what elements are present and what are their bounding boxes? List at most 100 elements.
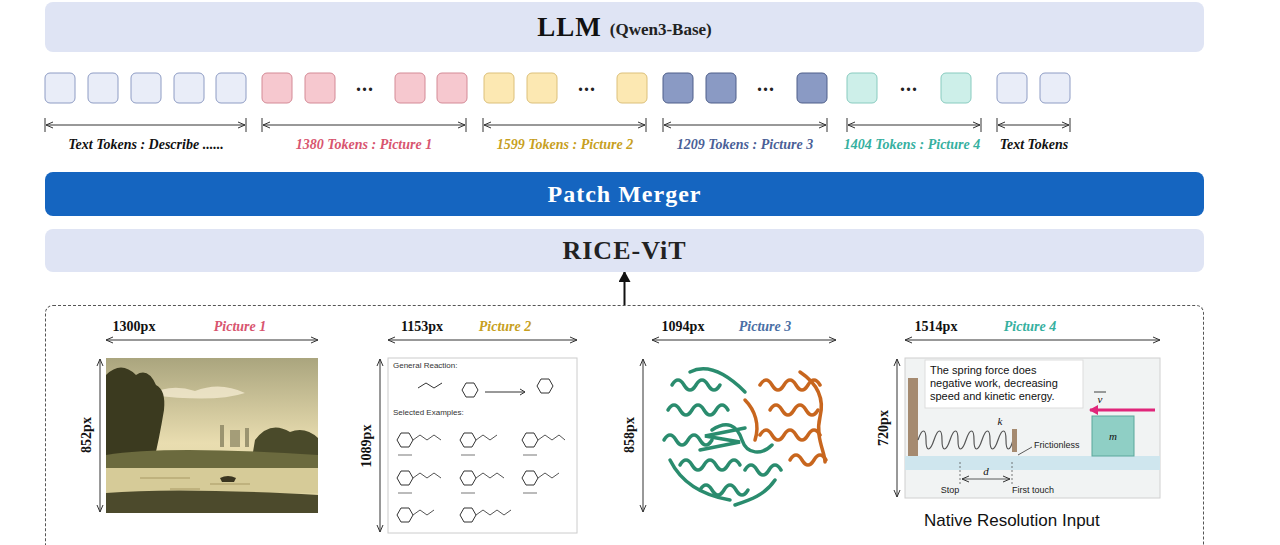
token-dimension-part <box>45 118 46 132</box>
symbol-label: m <box>1109 430 1117 442</box>
token-dimension-part <box>263 125 465 126</box>
module-name: RICE-ViT <box>562 236 686 266</box>
height-dimension: 1089px <box>359 425 375 468</box>
model-name: LLM <box>537 12 602 43</box>
token-count: Text Tokens : Describe ...... <box>68 137 223 153</box>
figure-text: The spring force does negative work, dec… <box>930 364 1080 403</box>
picture-dimension-part <box>100 359 101 512</box>
spring-physics-part <box>1094 392 1106 393</box>
picture-name: Picture 3 <box>739 319 792 335</box>
spring-physics-part <box>1090 409 1155 412</box>
picture-dimension-part <box>106 340 318 341</box>
protein-structure-part-part <box>790 455 826 465</box>
landscape-painting <box>106 358 318 513</box>
spring-physics <box>905 358 1160 498</box>
protein-structure <box>652 358 836 513</box>
landscape-painting-part <box>106 490 318 513</box>
token-row-part-part <box>847 73 877 103</box>
llm-band: LLM (Qwen3-Base) <box>45 2 1204 52</box>
ellipsis: ... <box>757 73 775 96</box>
token-row-part <box>663 73 827 103</box>
protein-structure-part-part <box>760 430 820 440</box>
ellipsis: ... <box>578 73 596 96</box>
token-row-part-part <box>262 73 292 103</box>
chemistry-scheme-part <box>413 473 559 478</box>
chemistry-scheme-part <box>397 433 413 447</box>
chemistry-scheme-part <box>418 383 442 388</box>
token-dimension <box>45 118 1070 132</box>
flow-arrow <box>624 272 626 305</box>
chemistry-scheme-part <box>520 389 525 395</box>
chemistry-scheme <box>388 358 577 533</box>
model-variant: (Qwen3-Base) <box>610 20 712 40</box>
token-row-part-part <box>437 73 467 103</box>
figure-text: First touch <box>1012 485 1054 495</box>
module-name: Patch Merger <box>548 181 702 208</box>
chemistry-scheme-part <box>460 471 476 485</box>
token-row-part-part <box>617 73 647 103</box>
picture-name: Picture 2 <box>479 319 532 335</box>
ellipsis: ... <box>900 73 918 96</box>
protein-structure-part-part <box>670 460 730 500</box>
token-row-part-part <box>527 73 557 103</box>
landscape-painting-part <box>220 425 224 447</box>
protein-structure-part-part <box>668 405 728 415</box>
token-row-part-part <box>131 73 161 103</box>
figure-text: Stop <box>941 485 960 495</box>
token-count: 1404 Tokens : Picture 4 <box>844 137 980 153</box>
token-dimension-part <box>997 118 998 132</box>
picture-dimension-part <box>643 359 644 512</box>
token-row-part-part <box>997 73 1027 103</box>
protein-structure-part-part <box>700 428 745 450</box>
width-dimension: 1300px <box>113 319 156 335</box>
token-row-part-part <box>1040 73 1070 103</box>
picture-dimension-part <box>380 359 381 532</box>
token-dimension-part <box>981 118 982 132</box>
token-dimension-part <box>663 118 664 132</box>
picture-dimension-part <box>905 340 1160 341</box>
vision-encoder-band: RICE-ViT <box>45 229 1204 272</box>
token-dimension-part <box>848 125 980 126</box>
token-dimension-part <box>847 118 848 132</box>
picture-dimension-part <box>652 340 836 341</box>
token-row-part-part <box>88 73 118 103</box>
protein-structure-part-part <box>690 369 745 392</box>
chemistry-scheme-part <box>522 471 538 485</box>
token-dimension-part <box>827 118 828 132</box>
token-row-part-part <box>706 73 736 103</box>
height-dimension: 858px <box>622 417 638 453</box>
protein-structure-part <box>652 358 836 513</box>
protein-structure-part <box>745 372 826 465</box>
token-count: 1209 Tokens : Picture 3 <box>677 137 813 153</box>
spring-physics-part <box>960 462 961 484</box>
picture-name: Picture 4 <box>1004 319 1057 335</box>
token-row-part-part <box>663 73 693 103</box>
protein-structure-part-part <box>745 465 781 475</box>
ellipsis: ... <box>356 73 374 96</box>
token-dimension-part <box>484 125 645 126</box>
token-dimension-part <box>998 125 1069 126</box>
chemistry-scheme-part <box>397 508 413 522</box>
protein-structure-part-part <box>735 480 775 505</box>
spring-physics-part <box>905 456 1160 470</box>
picture-dimension <box>100 340 1160 532</box>
symbol-label: k <box>998 415 1003 427</box>
chemistry-scheme-part <box>485 392 525 393</box>
token-count: Text Tokens <box>1000 137 1069 153</box>
protein-structure-part-part <box>770 405 818 415</box>
spring-physics-part <box>1092 416 1134 456</box>
token-dimension-part <box>466 118 467 132</box>
chemistry-scheme-part <box>537 379 553 393</box>
landscape-painting-part <box>245 428 249 447</box>
protein-structure-part-part <box>680 460 740 470</box>
chemistry-scheme-part <box>413 510 511 515</box>
token-row-part-part <box>484 73 514 103</box>
token-row-part-part <box>941 73 971 103</box>
token-row-part <box>847 73 971 103</box>
landscape-painting-part <box>230 430 240 447</box>
token-row-part-part <box>797 73 827 103</box>
patch-merger-band: Patch Merger <box>45 172 1204 216</box>
height-dimension: 852px <box>79 417 95 453</box>
